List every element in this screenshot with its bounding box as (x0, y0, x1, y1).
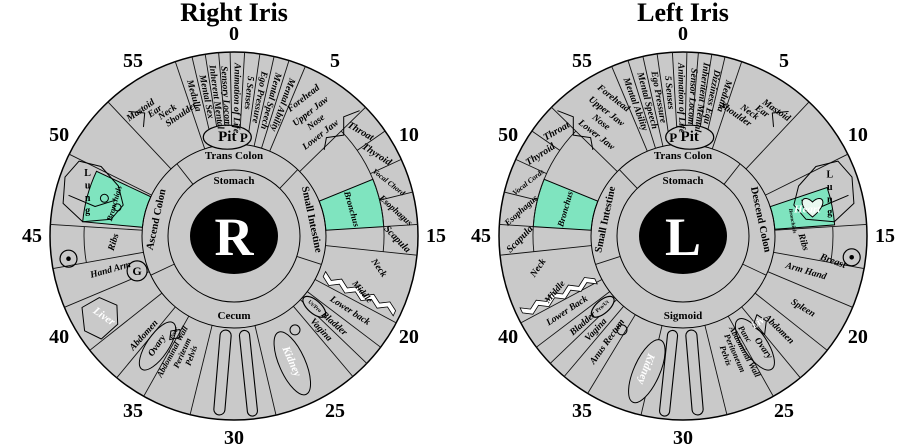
trans-colon-label: Trans Colon (654, 150, 712, 162)
heart-shape (801, 198, 824, 218)
pit-badge (202, 124, 252, 150)
breast-icon (59, 249, 78, 268)
minute-35: 35 (572, 400, 592, 422)
minute-20: 20 (848, 326, 868, 348)
minute-0: 0 (678, 23, 688, 45)
minute-55: 55 (123, 50, 143, 72)
right-iris-pupil (190, 198, 278, 274)
sigmoid-label: Sigmoid (664, 310, 703, 322)
lung-label: g (827, 207, 832, 218)
left-iris-pupil (639, 198, 727, 274)
lung-label: L (826, 170, 833, 181)
minute-30: 30 (673, 427, 693, 445)
right-iris-minute-numbers: 0 5 10 15 20 25 30 35 40 45 50 55 (22, 23, 446, 445)
minute-5: 5 (779, 50, 789, 72)
left-iris-minute-numbers: 0 5 10 15 20 25 30 35 40 45 50 55 (471, 23, 895, 445)
right-iris-green-zones (82, 170, 385, 231)
lung-label: n (85, 193, 91, 204)
lung-label: g (85, 206, 90, 217)
stomach-label: Stomach (214, 175, 255, 187)
stomach-label: Stomach (663, 175, 704, 187)
trans-colon-label: Trans Colon (205, 150, 263, 162)
minute-35: 35 (123, 400, 143, 422)
minute-50: 50 (49, 124, 69, 146)
pit-badge-label: Pit (681, 129, 699, 145)
pit-badge-label: Pit (218, 129, 236, 145)
minute-45: 45 (471, 225, 491, 247)
minute-45: 45 (22, 225, 42, 247)
minute-10: 10 (848, 124, 868, 146)
minute-10: 10 (399, 124, 419, 146)
right-iris-title: Right Iris (180, 0, 288, 27)
lung-label: u (827, 182, 833, 193)
panc-label: Panc (169, 326, 181, 340)
right-iris-center-letter: R (215, 207, 255, 267)
minute-15: 15 (875, 225, 895, 247)
left-iris-center-letter: L (665, 207, 701, 267)
pit-badge (665, 124, 715, 150)
lung-label: u (85, 181, 91, 192)
bronchials-label: Bronchials (787, 207, 797, 234)
minute-30: 30 (224, 427, 244, 445)
minute-25: 25 (774, 400, 794, 422)
minute-40: 40 (49, 326, 69, 348)
sensory-locom-label: Sensory Locom (218, 66, 232, 127)
right-iris-organ-drawings (59, 110, 397, 417)
breast-icon (842, 248, 861, 267)
lung-label: L (84, 168, 91, 179)
heart-label: Heart (793, 204, 821, 216)
left-iris-organ-drawings (519, 110, 861, 417)
sensor-locom-label: Sensor Locom (685, 68, 699, 125)
minute-55: 55 (572, 50, 592, 72)
minute-15: 15 (426, 225, 446, 247)
minute-20: 20 (399, 326, 419, 348)
5-senses-label: 5 Senses (242, 76, 255, 111)
minute-0: 0 (229, 23, 239, 45)
minute-5: 5 (330, 50, 340, 72)
minute-50: 50 (498, 124, 518, 146)
g-badge-label: G (132, 264, 141, 278)
animation-of-life-label: Animation of Life (675, 62, 686, 134)
pro-ut-badge (590, 295, 615, 318)
ut-pro-badge (302, 295, 327, 318)
5-senses-label: 5 Senses (662, 76, 675, 111)
minute-25: 25 (325, 400, 345, 422)
p-label: P (240, 130, 248, 145)
minute-40: 40 (498, 326, 518, 348)
left-iris-title: Left Iris (637, 0, 729, 27)
spine-shape (519, 277, 598, 315)
animation-of-life-label: Animation of Life (231, 62, 242, 134)
g-badge (126, 260, 148, 282)
cecum-label: Cecum (218, 310, 251, 322)
left-iris-sector-lines (499, 51, 867, 416)
spine-shape (322, 270, 397, 317)
p-label: P (669, 130, 677, 145)
lung-label: n (827, 195, 833, 206)
